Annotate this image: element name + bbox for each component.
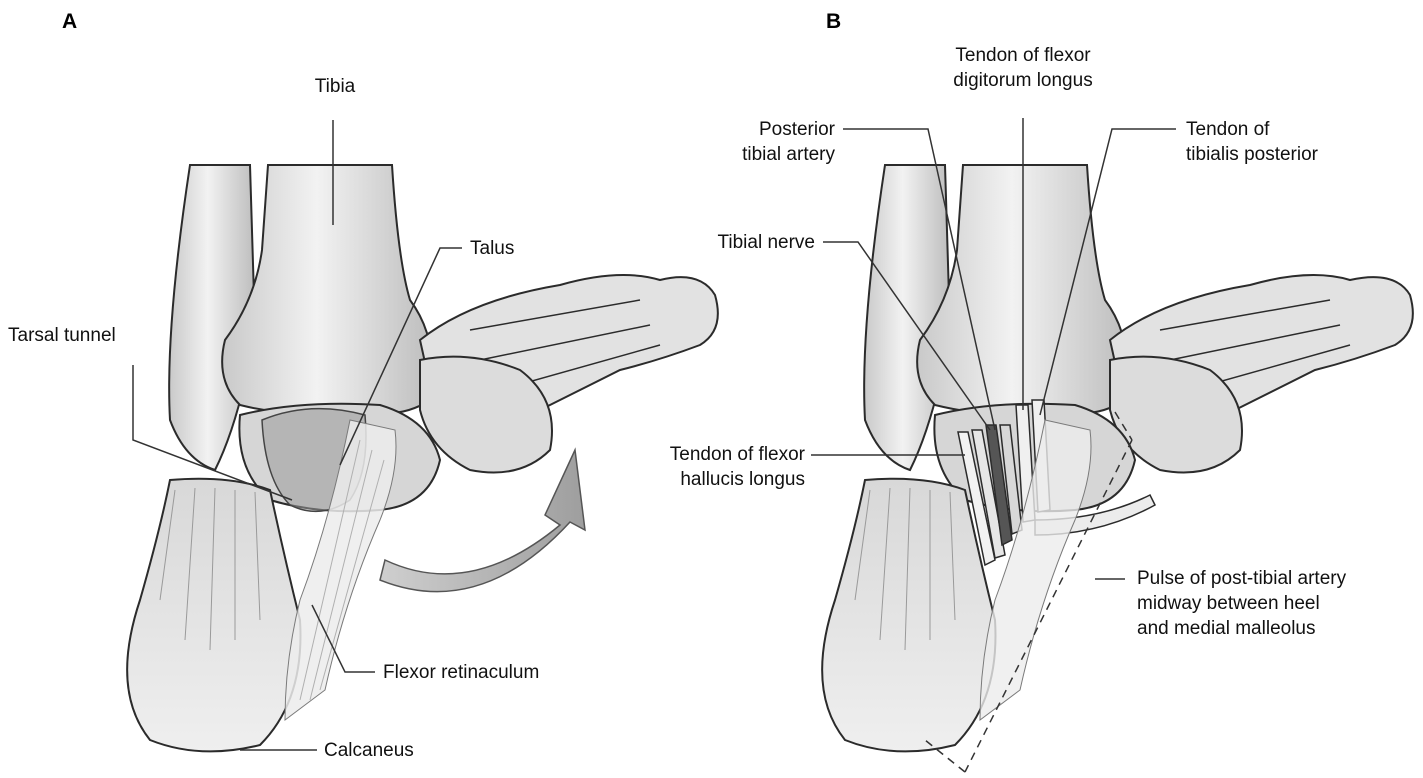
label-pulse: Pulse of post-tibial artery midway betwe… [1137,566,1346,641]
label-tibia: Tibia [300,74,370,99]
label-flexor-retinaculum: Flexor retinaculum [383,660,539,685]
label-calcaneus: Calcaneus [324,738,414,763]
label-tibial-nerve: Tibial nerve [640,230,815,255]
label-tendon-fhl: Tendon of flexor hallucis longus [600,442,805,492]
label-talus: Talus [470,236,514,261]
label-posterior-tibial-artery: Posterior tibial artery [690,117,835,167]
panel-label-b: B [826,10,841,34]
panel-label-a: A [62,10,77,34]
panel-b-illustration [822,165,1413,772]
label-tendon-fdl: Tendon of flexor digitorum longus [918,43,1128,93]
label-tendon-tibialis-posterior: Tendon of tibialis posterior [1186,117,1318,167]
label-tarsal-tunnel: Tarsal tunnel [8,323,116,348]
tibia-a [222,165,432,414]
